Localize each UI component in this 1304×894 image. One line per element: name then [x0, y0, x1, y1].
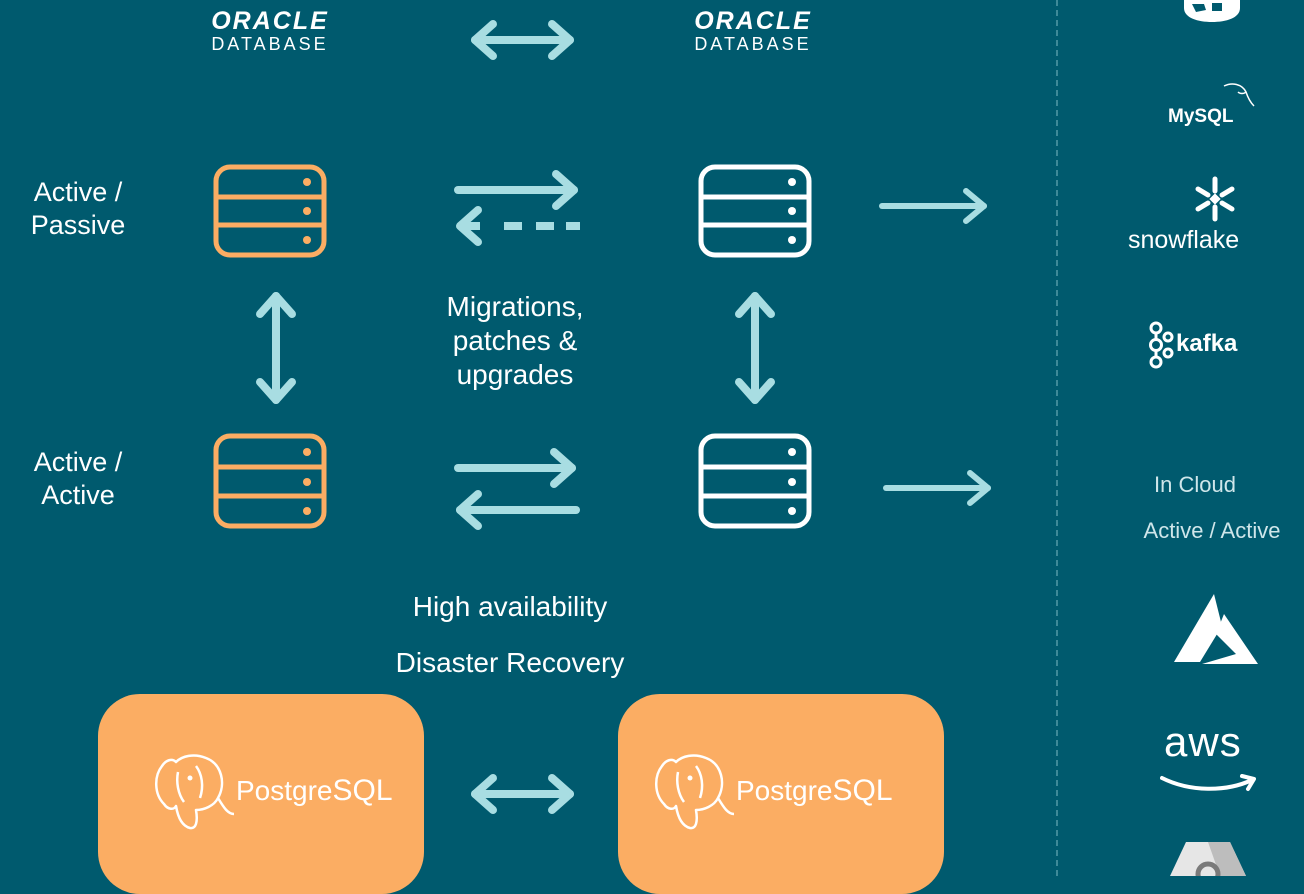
oracle-brand: ORACLE [211, 7, 329, 35]
snowflake-icon [1195, 176, 1235, 222]
mysql-label: MySQL [1168, 106, 1234, 127]
sql-server-icon [1184, 0, 1240, 22]
ha-text: High availability [412, 591, 608, 622]
oracle-logo-left: ORACLE DATABASE [170, 8, 370, 54]
label-line: Active / [33, 177, 123, 207]
right-arrow-icon [883, 470, 991, 506]
cloud-mode-label: Active / Active [1143, 518, 1281, 543]
separator-line [1056, 0, 1058, 876]
oracle-sub: DATABASE [211, 34, 329, 54]
postgresql-label-prefix: Postgre [236, 775, 333, 806]
database-icon-orange [213, 433, 327, 529]
label-active-active: Active / Active [3, 446, 153, 512]
sync-arrow-icon [454, 170, 580, 246]
vertical-bidirectional-arrow-icon [735, 292, 775, 404]
postgresql-node-right: PostgreSQL [618, 694, 944, 894]
postgresql-label-suffix: SQL [332, 774, 393, 807]
cloud-label: In Cloud [1154, 472, 1236, 497]
mysql-dolphin-icon [1223, 83, 1255, 107]
azure-icon [1174, 594, 1258, 664]
label-line: Active [41, 480, 115, 510]
migrations-text: Migrations, patches & upgrades [395, 290, 635, 392]
kafka-label: kafka [1176, 330, 1238, 357]
aws-smile-icon [1160, 774, 1256, 791]
database-icon-white [698, 433, 812, 529]
postgresql-label-suffix: SQL [832, 774, 893, 807]
dr-text: Disaster Recovery [395, 647, 625, 678]
oracle-sub: DATABASE [694, 34, 812, 54]
kafka-icon [1149, 321, 1174, 369]
postgresql-elephant-icon [155, 754, 235, 830]
label-line: Passive [30, 210, 126, 240]
right-arrow-icon [879, 188, 987, 224]
postgresql-node-left: PostgreSQL [98, 694, 424, 894]
migrations-line: Migrations, [446, 291, 584, 322]
bidirectional-arrow-icon [471, 774, 574, 814]
oracle-brand: ORACLE [694, 7, 812, 35]
label-active-passive: Active / Passive [3, 176, 153, 242]
aws-label: aws [1164, 718, 1242, 765]
google-cloud-icon [1170, 842, 1246, 876]
postgresql-label: PostgreSQL [236, 774, 393, 808]
postgresql-label: PostgreSQL [736, 774, 893, 808]
snowflake-label: snowflake [1128, 226, 1240, 254]
sync-arrow-icon [454, 448, 580, 530]
vertical-bidirectional-arrow-icon [256, 292, 296, 404]
migrations-line: patches & [452, 325, 578, 356]
bidirectional-arrow-icon [471, 20, 574, 60]
oracle-logo-right: ORACLE DATABASE [653, 8, 853, 54]
migrations-line: upgrades [456, 359, 574, 390]
database-icon-white [698, 164, 812, 258]
postgresql-elephant-icon [655, 754, 735, 830]
postgresql-label-prefix: Postgre [736, 775, 833, 806]
database-icon-orange [213, 164, 327, 258]
label-line: Active / [33, 447, 123, 477]
